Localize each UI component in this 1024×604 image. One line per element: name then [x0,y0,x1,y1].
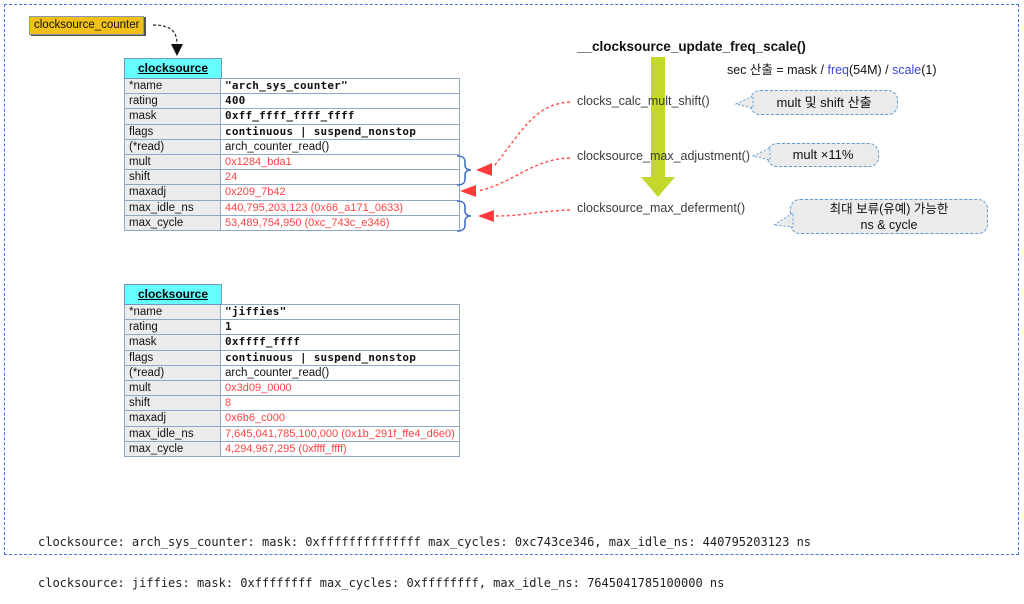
field-value: 0xffff_ffff [221,335,459,350]
field-label: (*read) [125,139,220,154]
field-label: max_cycle [125,441,220,456]
field-value: 8 [221,396,459,411]
field-value: 440,795,203,123 (0x66_a171_0633) [221,200,459,215]
formula-freq: freq [827,63,850,77]
field-value: continuous | suspend_nonstop [221,124,459,139]
field-label: max_cycle [125,215,220,230]
field-value: "arch_sys_counter" [221,79,459,94]
max-adjustment-note-bubble: mult ×11% [767,143,879,167]
kernel-log: clocksource: arch_sys_counter: mask: 0xf… [38,509,811,604]
field-label: max_idle_ns [125,426,220,441]
field-value: 7,645,041,785,100,000 (0x1b_291f_ffe4_d6… [221,426,459,441]
note-line-1: 최대 보류(유예) 가능한 [829,202,949,216]
update-freq-scale-title: __clocksource_update_freq_scale() [577,39,806,54]
field-value: 0x6b6_c000 [221,411,459,426]
field-value: 400 [221,94,459,109]
formula-scale-args: (1) [921,63,937,77]
field-label: flags [125,124,220,139]
func-clocksource-max-deferment: clocksource_max_deferment() [577,201,746,215]
field-value: 0xff_ffff_ffff_ffff [221,109,459,124]
field-value: 0x1284_bda1 [221,154,459,170]
field-value: continuous | suspend_nonstop [221,350,459,365]
note-line-2: ns & cycle [860,217,918,232]
field-label: maxadj [125,185,220,200]
field-label: maxadj [125,411,220,426]
field-label: shift [125,396,220,411]
field-label: rating [125,94,220,109]
field-label: flags [125,350,220,365]
max-deferment-note-bubble: 최대 보류(유예) 가능한 ns & cycle [790,199,988,234]
field-label: *name [125,79,220,94]
sec-formula: sec 산출 = mask / freq(54M) / scale(1) [727,59,937,78]
field-value: 1 [221,320,459,335]
field-label: mult [125,154,220,170]
table-header: clocksource [124,58,222,79]
clocksource-table-arch-sys-counter: clocksource *name"arch_sys_counter"ratin… [124,58,460,231]
formula-scale: scale [892,63,922,77]
func-clocks-calc-mult-shift: clocks_calc_mult_shift() [577,94,710,108]
clocksource-counter-label: clocksource_counter [29,16,145,35]
formula-freq-args: (54M) / [849,63,893,77]
field-value: 0x3d09_0000 [221,380,459,396]
field-value: 24 [221,170,459,185]
field-value: arch_counter_read() [221,365,459,380]
kernel-log-line-2: clocksource: jiffies: mask: 0xffffffff m… [38,575,725,590]
formula-prefix: sec 산출 = mask / [727,63,828,77]
field-value: arch_counter_read() [221,139,459,154]
field-label: (*read) [125,365,220,380]
func-clocksource-max-adjustment: clocksource_max_adjustment() [577,149,750,163]
field-label: rating [125,320,220,335]
field-value: "jiffies" [221,305,459,320]
field-label: mask [125,335,220,350]
field-value: 0x209_7b42 [221,185,459,200]
field-label: *name [125,305,220,320]
field-label: mask [125,109,220,124]
field-label: mult [125,380,220,396]
table-header: clocksource [124,284,222,305]
field-label: shift [125,170,220,185]
field-label: max_idle_ns [125,200,220,215]
field-value: 53,489,754,950 (0xc_743c_e346) [221,215,459,230]
field-value: 4,294,967,295 (0xffff_ffff) [221,441,459,456]
mult-shift-note-bubble: mult 및 shift 산출 [750,90,898,115]
kernel-log-line-1: clocksource: arch_sys_counter: mask: 0xf… [38,535,812,549]
